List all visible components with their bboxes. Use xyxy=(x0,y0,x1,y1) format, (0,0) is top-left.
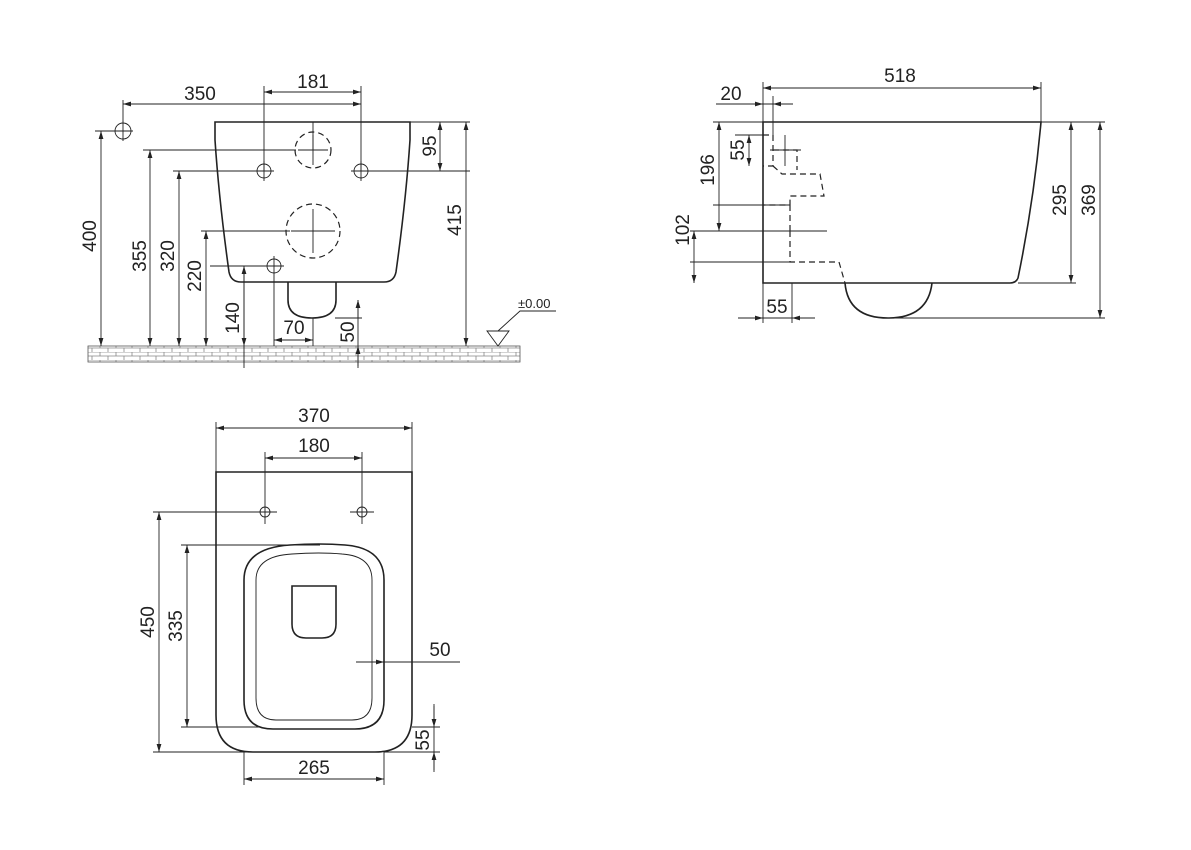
side-internal-channel xyxy=(763,134,846,284)
dim-196: 196 xyxy=(698,154,719,186)
dim-450: 450 xyxy=(138,606,159,638)
dim-355: 355 xyxy=(130,240,151,272)
front-trap-outline xyxy=(287,282,337,319)
dim-55-side: 55 xyxy=(728,139,749,160)
dim-55-bottom: 55 xyxy=(766,297,787,318)
side-crosshairs xyxy=(755,135,827,232)
dim-220: 220 xyxy=(185,260,206,292)
side-view: 518 20 55 196 102 295 369 55 xyxy=(673,66,1105,323)
dim-95: 95 xyxy=(420,135,441,156)
dim-370: 370 xyxy=(298,406,330,427)
front-crosshairs xyxy=(113,121,371,276)
level-leader xyxy=(497,310,556,332)
dim-181: 181 xyxy=(297,72,329,93)
dim-320: 320 xyxy=(158,240,179,272)
side-bowl-outline xyxy=(762,121,1042,284)
dim-350: 350 xyxy=(184,84,216,105)
dim-55-top: 55 xyxy=(413,729,434,750)
dim-102: 102 xyxy=(673,214,694,246)
top-crosshairs xyxy=(253,500,374,524)
dim-415: 415 xyxy=(445,204,466,236)
dim-70: 70 xyxy=(283,318,304,339)
dim-369: 369 xyxy=(1079,184,1100,216)
dim-335: 335 xyxy=(166,610,187,642)
dim-180: 180 xyxy=(298,436,330,457)
dim-140: 140 xyxy=(223,302,244,334)
level-triangle xyxy=(486,330,510,347)
top-extension-lines xyxy=(153,422,440,785)
dim-400: 400 xyxy=(80,220,101,252)
dim-265: 265 xyxy=(298,758,330,779)
top-view: 370 180 450 335 50 55 265 xyxy=(138,406,460,785)
front-bowl-outline xyxy=(214,121,411,283)
seat-outline xyxy=(243,543,385,730)
dim-295: 295 xyxy=(1050,184,1071,216)
floor-hatch xyxy=(87,345,521,363)
seat-inner-outline xyxy=(255,552,373,721)
floor-level-label: ±0.00 xyxy=(518,296,550,311)
dim-50-front: 50 xyxy=(338,321,359,342)
top-body-outline xyxy=(215,471,413,753)
dim-20: 20 xyxy=(720,84,741,105)
front-view: 350 181 95 415 400 355 320 220 140 70 50… xyxy=(80,72,556,368)
side-trap-outline xyxy=(844,282,933,319)
bowl-opening xyxy=(291,585,337,639)
dim-518: 518 xyxy=(884,66,916,87)
side-extension-lines xyxy=(690,82,1105,323)
dim-50-top: 50 xyxy=(429,640,450,661)
